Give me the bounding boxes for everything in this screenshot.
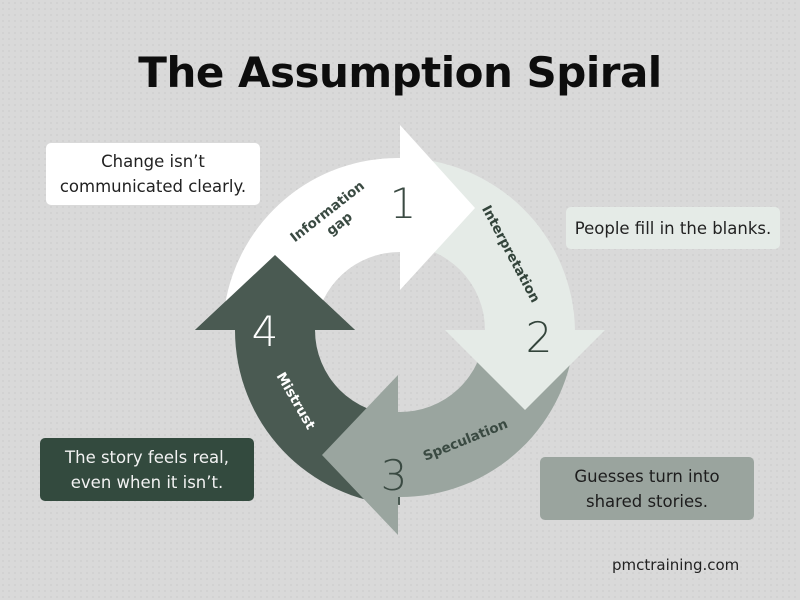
callout-interpretation: People fill in the blanks. xyxy=(566,207,780,249)
callout-speculation: Guesses turn into shared stories. xyxy=(540,457,754,520)
step-number-3: 3 xyxy=(381,451,408,500)
callout-4-line1: The story feels real, xyxy=(65,447,229,467)
callout-2-line1: People fill in the blanks. xyxy=(574,218,772,238)
callout-1-line1: Change isn’t xyxy=(101,152,205,171)
callout-mistrust: The story feels real, even when it isn’t… xyxy=(40,438,254,501)
diagram-title: The Assumption Spiral xyxy=(138,48,662,97)
callout-4-line2: even when it isn’t. xyxy=(70,472,224,492)
arrow-mistrust-head xyxy=(195,255,355,330)
step-number-4: 4 xyxy=(252,307,279,356)
callout-1-line2: communicated clearly. xyxy=(59,177,247,196)
callout-3-line1: Guesses turn into xyxy=(574,466,720,486)
callout-3-line2: shared stories. xyxy=(586,491,708,511)
step-number-2: 2 xyxy=(526,313,553,362)
footer-website: pmctraining.com xyxy=(612,556,740,574)
step-number-1: 1 xyxy=(390,179,417,228)
callout-information-gap: Change isn’t communicated clearly. xyxy=(46,143,260,205)
